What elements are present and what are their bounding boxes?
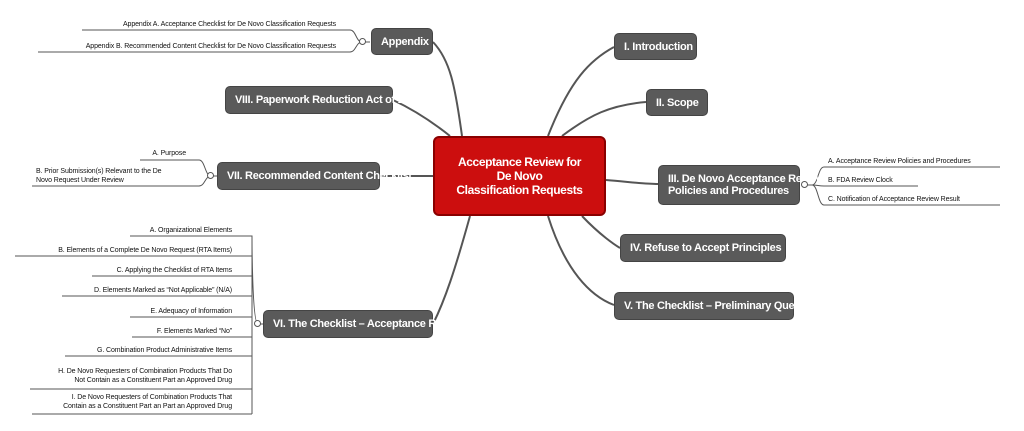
- leaf-acceptance-i-line2: Contain as a Constituent Part an Part an…: [63, 403, 232, 410]
- central-topic-line1: Acceptance Review for: [458, 155, 581, 169]
- topic-acceptance-review[interactable]: VI. The Checklist – Acceptance Review: [263, 310, 465, 338]
- leaf-policies-c[interactable]: C. Notification of Acceptance Review Res…: [828, 196, 960, 203]
- topic-preliminary-questions[interactable]: V. The Checklist – Preliminary Questions: [614, 292, 825, 320]
- topic-recommended-content-label: VII. Recommended Content Checklist: [227, 170, 412, 182]
- topic-acceptance-review-label: VI. The Checklist – Acceptance Review: [273, 318, 465, 330]
- leaf-acceptance-i[interactable]: I. De Novo Requesters of Combination Pro…: [63, 393, 232, 411]
- topic-recommended-content[interactable]: VII. Recommended Content Checklist: [217, 162, 412, 190]
- topic-policies[interactable]: III. De Novo Acceptance Review Policies …: [658, 165, 825, 205]
- collapse-knob-appendix[interactable]: [359, 38, 366, 45]
- leaf-recommended-b-line2: Novo Request Under Review: [36, 177, 124, 184]
- leaf-acceptance-e[interactable]: E. Adequacy of Information: [150, 308, 233, 315]
- leaf-acceptance-i-line1: I. De Novo Requesters of Combination Pro…: [71, 394, 232, 401]
- topic-appendix[interactable]: Appendix: [371, 28, 433, 55]
- central-topic-line2: De Novo: [496, 169, 543, 183]
- leaf-recommended-b-line1: B. Prior Submission(s) Relevant to the D…: [36, 168, 162, 175]
- topic-refuse[interactable]: IV. Refuse to Accept Principles: [620, 234, 786, 262]
- leaf-acceptance-h[interactable]: H. De Novo Requesters of Combination Pro…: [58, 367, 232, 385]
- central-topic-line3: Classification Requests: [456, 183, 583, 197]
- leaf-acceptance-b[interactable]: B. Elements of a Complete De Novo Reques…: [58, 247, 232, 254]
- leaf-acceptance-c[interactable]: C. Applying the Checklist of RTA Items: [116, 267, 232, 274]
- collapse-knob-recommended[interactable]: [207, 172, 214, 179]
- topic-introduction-label: I. Introduction: [624, 40, 693, 53]
- topic-paperwork-reduction[interactable]: VIII. Paperwork Reduction Act of 1995: [225, 86, 421, 114]
- topic-introduction[interactable]: I. Introduction: [614, 33, 697, 60]
- topic-paperwork-reduction-label: VIII. Paperwork Reduction Act of 1995: [235, 94, 421, 106]
- central-topic[interactable]: Acceptance Review for De Novo Classifica…: [433, 136, 606, 216]
- leaf-acceptance-a[interactable]: A. Organizational Elements: [149, 227, 232, 234]
- leaf-appendix-b[interactable]: Appendix B. Recommended Content Checklis…: [85, 43, 336, 50]
- topic-scope[interactable]: II. Scope: [646, 89, 708, 116]
- leaf-recommended-b[interactable]: B. Prior Submission(s) Relevant to the D…: [36, 167, 162, 185]
- leaf-recommended-a[interactable]: A. Purpose: [152, 150, 186, 157]
- leaf-policies-b[interactable]: B. FDA Review Clock: [828, 177, 893, 184]
- leaf-acceptance-g[interactable]: G. Combination Product Administrative It…: [97, 347, 232, 354]
- leaf-acceptance-d[interactable]: D. Elements Marked as “Not Applicable” (…: [94, 287, 232, 294]
- leaf-acceptance-h-line1: H. De Novo Requesters of Combination Pro…: [58, 368, 232, 375]
- collapse-knob-policies[interactable]: [801, 181, 808, 188]
- topic-policies-line2: Policies and Procedures: [668, 185, 789, 197]
- collapse-knob-acceptance[interactable]: [254, 320, 261, 327]
- topic-appendix-label: Appendix: [381, 35, 429, 48]
- leaf-acceptance-f[interactable]: F. Elements Marked “No”: [156, 328, 232, 335]
- topic-scope-label: II. Scope: [656, 96, 699, 109]
- leaf-acceptance-h-line2: Not Contain as a Constituent Part an App…: [74, 377, 232, 384]
- leaf-policies-a[interactable]: A. Acceptance Review Policies and Proced…: [828, 158, 971, 165]
- topic-policies-line1: III. De Novo Acceptance Review: [668, 173, 825, 185]
- leaf-appendix-a[interactable]: Appendix A. Acceptance Checklist for De …: [122, 21, 336, 28]
- topic-refuse-label: IV. Refuse to Accept Principles: [630, 242, 782, 254]
- topic-preliminary-questions-label: V. The Checklist – Preliminary Questions: [624, 300, 825, 312]
